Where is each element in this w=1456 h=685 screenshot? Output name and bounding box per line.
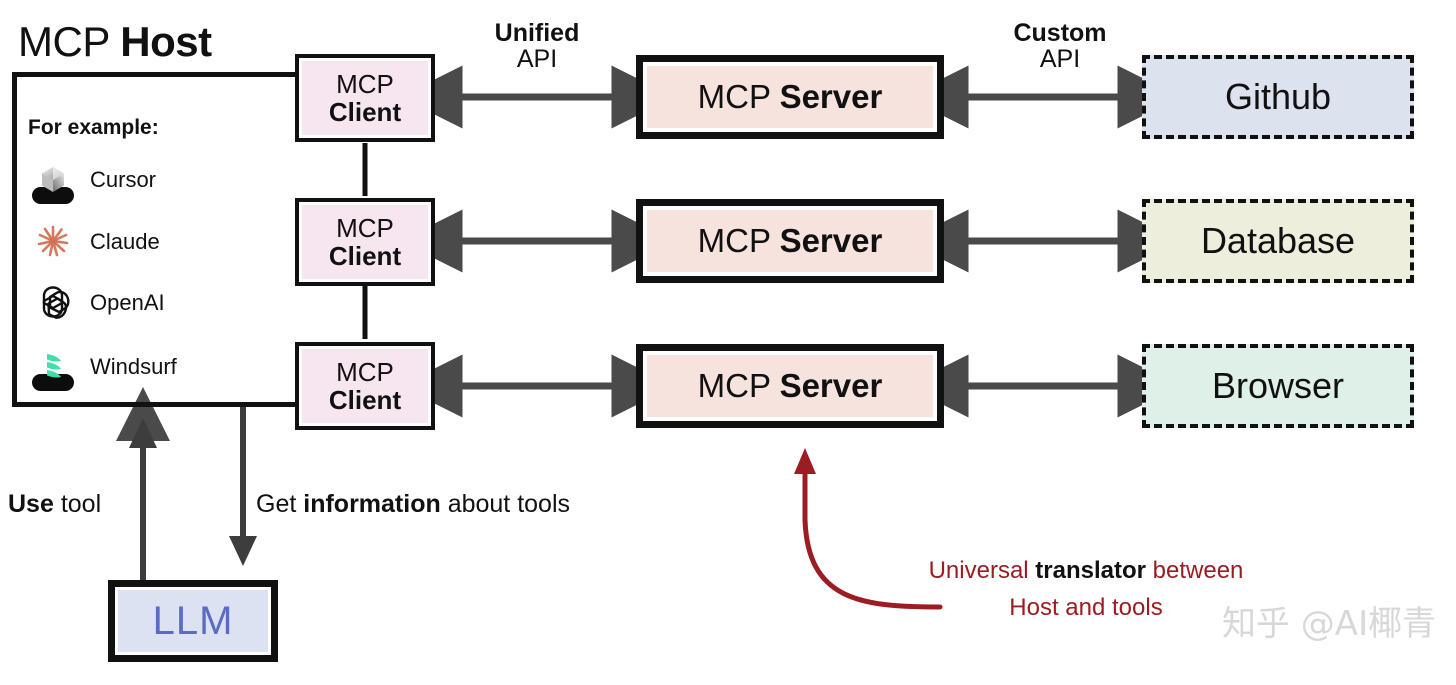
mcp-client-line1: MCP bbox=[336, 212, 394, 243]
mcp-server-label: MCP Server bbox=[697, 367, 883, 404]
openai-icon bbox=[32, 281, 76, 325]
custom-api-line1: Custom bbox=[1013, 19, 1107, 47]
custom-api-label: Custom API bbox=[960, 20, 1160, 73]
mcp-client-box-1[interactable]: MCP Client bbox=[295, 54, 435, 142]
translator-annotation: Universal translator between Host and to… bbox=[866, 552, 1306, 626]
title-bold: Host bbox=[120, 18, 212, 65]
llm-box[interactable]: LLM bbox=[108, 580, 278, 662]
title-plain: MCP bbox=[18, 18, 121, 65]
host-example-label: Claude bbox=[90, 229, 160, 254]
note-line2: Host and tools bbox=[1009, 594, 1163, 622]
mcp-client-line1: MCP bbox=[336, 356, 394, 387]
mcp-client-box-3[interactable]: MCP Client bbox=[295, 342, 435, 430]
mcp-client-line2: Client bbox=[328, 97, 402, 127]
tool-box-browser[interactable]: Browser bbox=[1142, 344, 1414, 428]
tool-label: Browser bbox=[1211, 365, 1345, 406]
host-example-label: Cursor bbox=[90, 167, 157, 192]
host-example-label: Windsurf bbox=[90, 354, 177, 379]
mcp-server-label: MCP Server bbox=[697, 222, 883, 259]
mcp-client-line1: MCP bbox=[336, 68, 394, 99]
host-example-windsurf[interactable]: Windsurf bbox=[32, 345, 262, 391]
watermark: 知乎 @AI椰青 bbox=[1222, 604, 1437, 644]
host-example-openai[interactable]: OpenAI bbox=[32, 281, 262, 325]
unified-api-line1: Unified bbox=[494, 19, 580, 47]
host-example-cursor[interactable]: Cursor bbox=[32, 158, 262, 204]
tool-box-github[interactable]: Github bbox=[1142, 55, 1414, 139]
custom-api-line2: API bbox=[1039, 45, 1081, 74]
claude-icon bbox=[32, 220, 76, 264]
windsurf-icon bbox=[32, 345, 76, 391]
tool-box-database[interactable]: Database bbox=[1142, 199, 1414, 283]
mcp-client-line2: Client bbox=[328, 385, 402, 415]
for-example-heading: For example: bbox=[28, 116, 159, 139]
host-example-claude[interactable]: Claude bbox=[32, 220, 262, 264]
mcp-server-box-1[interactable]: MCP Server bbox=[636, 55, 944, 139]
mcp-client-line2: Client bbox=[328, 241, 402, 271]
tool-label: Github bbox=[1224, 76, 1332, 117]
note-bold: translator bbox=[1035, 557, 1146, 584]
unified-api-label: Unified API bbox=[437, 20, 637, 73]
llm-label: LLM bbox=[152, 598, 234, 643]
mcp-server-box-3[interactable]: MCP Server bbox=[636, 344, 944, 428]
host-example-label: OpenAI bbox=[90, 290, 165, 315]
get-information-label: Get information about tools bbox=[256, 490, 571, 518]
use-tool-label: Use tool bbox=[8, 490, 102, 518]
page-title: MCP Host bbox=[18, 18, 212, 66]
note-pre: Universal bbox=[928, 557, 1036, 584]
mcp-server-label: MCP Server bbox=[697, 78, 883, 115]
note-post: between bbox=[1146, 557, 1244, 584]
mcp-host-container bbox=[12, 72, 295, 407]
mcp-client-box-2[interactable]: MCP Client bbox=[295, 198, 435, 286]
mcp-server-box-2[interactable]: MCP Server bbox=[636, 199, 944, 283]
unified-api-line2: API bbox=[516, 45, 558, 74]
tool-label: Database bbox=[1200, 220, 1356, 261]
cursor-icon bbox=[32, 158, 76, 204]
